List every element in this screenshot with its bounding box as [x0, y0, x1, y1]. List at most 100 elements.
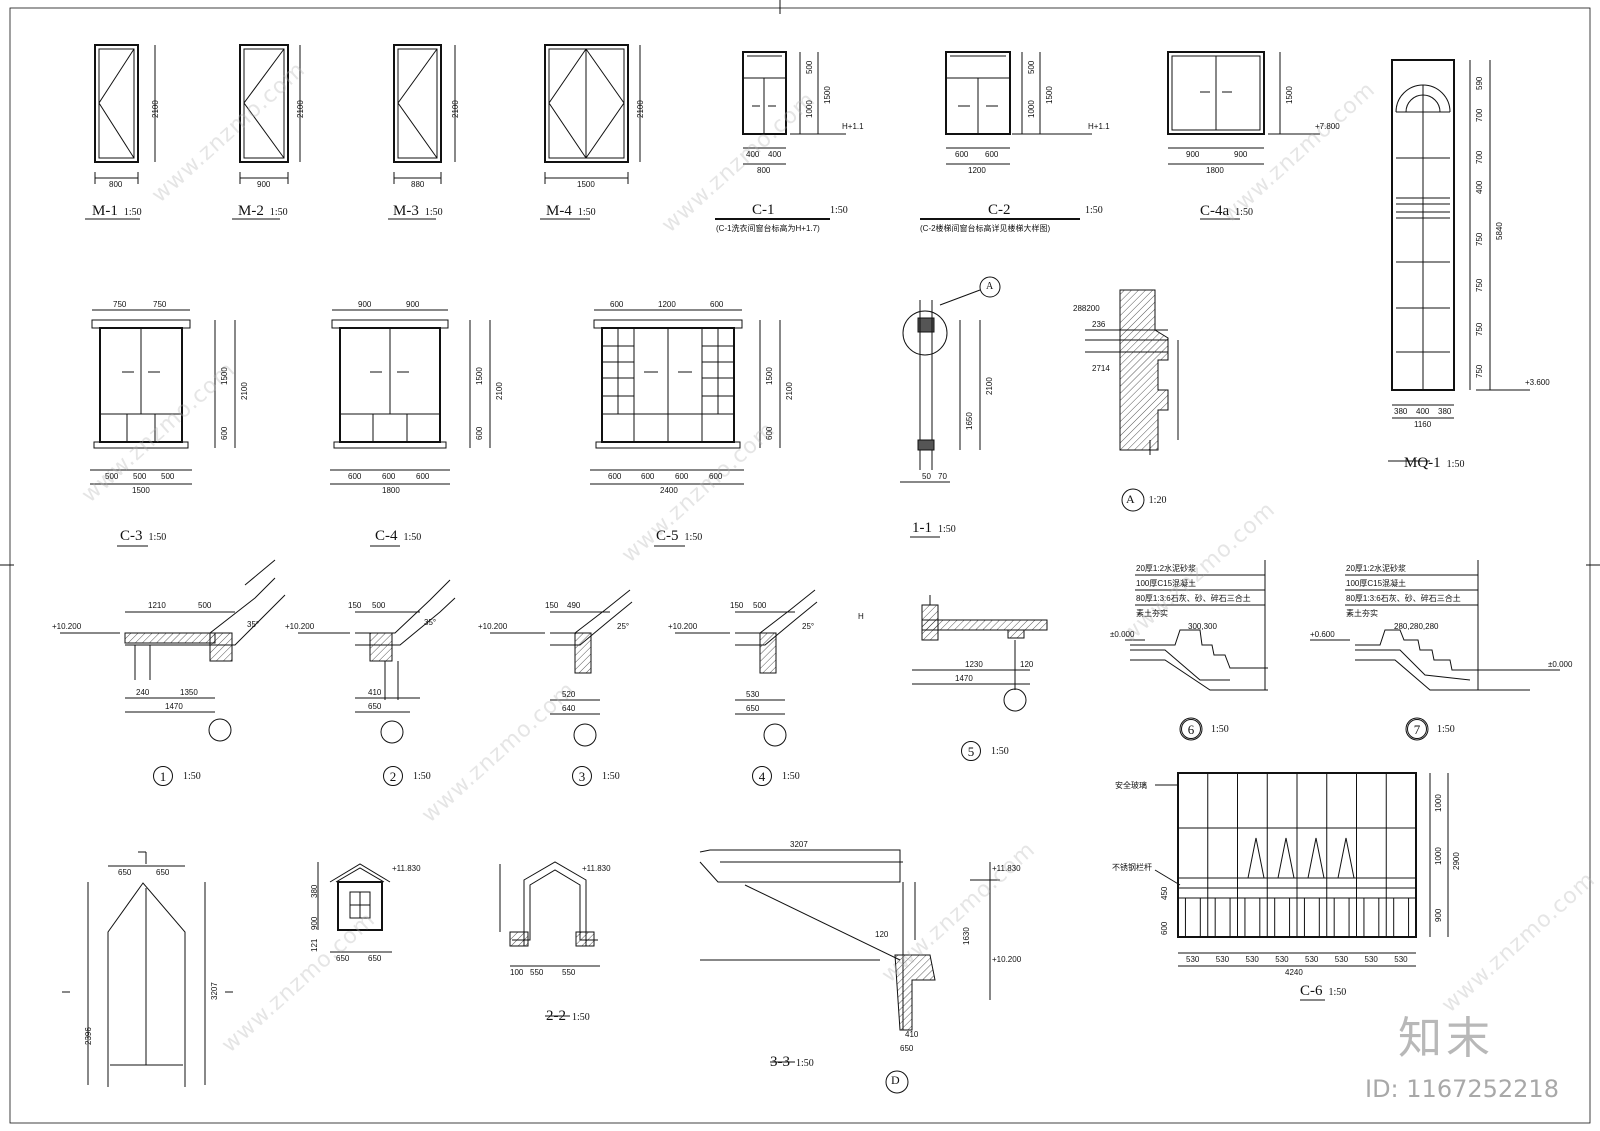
dim-c4a-w: 1800: [1206, 166, 1224, 175]
dim-s11-50: 50: [922, 472, 931, 481]
c6-rail-note: 不锈钢栏杆: [1112, 863, 1152, 872]
dim-s22-100: 100: [510, 968, 524, 977]
dim-s33-level2: +10.200: [992, 955, 1022, 964]
eave-detail-2: [298, 579, 456, 744]
door-m3-elevation: [393, 44, 456, 184]
dim-d6-steps: 300,300: [1188, 622, 1217, 631]
scale-d7: 1:50: [1437, 724, 1455, 735]
dim-d2-500: 500: [372, 601, 386, 610]
dim-s33-410: 410: [905, 1030, 919, 1039]
dim-a-236: 236: [1092, 320, 1106, 329]
scale-d2: 1:50: [413, 771, 431, 782]
detail-marker-d: D: [891, 1073, 900, 1087]
dim-s11-2100: 2100: [985, 377, 994, 395]
scale-d3: 1:50: [602, 771, 620, 782]
dim-s22-level: +11.830: [582, 864, 611, 873]
dim-d2-angle: 35°: [424, 618, 437, 627]
dim-d4-150: 150: [730, 601, 744, 610]
dim-mq-750a: 750: [1475, 232, 1484, 246]
dim-c6-1000a: 1000: [1434, 794, 1443, 812]
dim-d1-1350: 1350: [180, 688, 198, 697]
dim-dormer-900: 900: [310, 916, 319, 930]
detail-marker-5: 5: [961, 741, 981, 761]
note-c2: (C-2楼梯间窗台标高详见楼梯大样图): [920, 224, 1051, 233]
dim-mq-380a: 380: [1394, 407, 1408, 416]
detail-marker-7: 7: [1407, 719, 1427, 739]
dim-c6-600: 600: [1160, 921, 1169, 935]
dim-c3-b3: 500: [161, 472, 175, 481]
dim-d5-1470: 1470: [955, 674, 973, 683]
dim-c6-2900: 2900: [1452, 852, 1461, 870]
dim-c4-b1: 600: [348, 472, 362, 481]
dim-mq-750d: 750: [1475, 364, 1484, 378]
window-c5-elevation: [590, 309, 781, 485]
dim-m4-height: 2100: [636, 100, 645, 118]
dim-c4-b2: 600: [382, 472, 396, 481]
dim-c3-b2: 500: [133, 472, 147, 481]
dim-c1-a: 400: [746, 150, 760, 159]
dim-c3-t2: 750: [153, 300, 167, 309]
dim-c2-h1: 500: [1027, 60, 1036, 74]
dim-c6-bay: 530: [1305, 955, 1319, 964]
scale-d5: 1:50: [991, 746, 1009, 757]
dim-c2-h2: 1000: [1027, 100, 1036, 118]
stair-detail-7: [1310, 560, 1560, 741]
dim-d4-500: 500: [753, 601, 767, 610]
detail-marker-2: 2: [383, 766, 403, 786]
dim-d5-120: 120: [1020, 660, 1034, 669]
dim-c4-2100: 2100: [495, 382, 504, 400]
dim-a-288200: 288200: [1073, 304, 1100, 313]
detail-marker-3: 3: [572, 766, 592, 786]
dim-c5-600: 600: [765, 426, 774, 440]
dim-d3-640: 640: [562, 704, 576, 713]
dim-c3-1500: 1500: [220, 367, 229, 385]
dim-s33-650: 650: [900, 1044, 914, 1053]
scale-c2: 1:50: [1085, 205, 1103, 216]
window-c3-elevation: [90, 309, 236, 485]
dim-c5-1500: 1500: [765, 367, 774, 385]
dim-c5-b1: 600: [608, 472, 622, 481]
dim-c2-level: H+1.1: [1088, 122, 1110, 131]
detail-marker-1: 1: [153, 766, 173, 786]
dim-d3-520: 520: [562, 690, 576, 699]
dim-mq-750c: 750: [1475, 322, 1484, 336]
dim-mq-590: 590: [1475, 76, 1484, 90]
dim-c6-bay: 530: [1334, 955, 1349, 964]
note-c1: (C-1洗衣间窗台标高为H+1.7): [716, 224, 820, 233]
stair7-layer2: 100厚C15混凝土: [1346, 579, 1407, 588]
dim-s11-70: 70: [938, 472, 947, 481]
dim-d4-angle: 25°: [802, 622, 815, 631]
dim-d2-650: 650: [368, 702, 382, 711]
dim-d7-level1: +0.600: [1310, 630, 1335, 639]
scale-d6: 1:50: [1211, 724, 1229, 735]
dim-c2-w: 1200: [968, 166, 986, 175]
dim-c6-bay: 530: [1186, 955, 1200, 964]
dim-c4-1500: 1500: [475, 367, 484, 385]
dim-m3-width: 880: [411, 180, 425, 189]
stair6-layer1: 20厚1:2水泥砂浆: [1136, 564, 1197, 573]
window-mq1-elevation: [1391, 59, 1530, 419]
window-c6-elevation: [1154, 772, 1449, 967]
dim-c4-w: 1800: [382, 486, 400, 495]
dim-s33-120: 120: [875, 930, 889, 939]
image-id-label: ID: 1167252218: [1365, 1075, 1559, 1103]
window-c4a-elevation: [1167, 51, 1320, 165]
dim-d7-level2: ±0.000: [1548, 660, 1573, 669]
scale-d4: 1:50: [782, 771, 800, 782]
dim-m2-width: 900: [257, 180, 271, 189]
dim-roof-650b: 650: [156, 868, 170, 877]
door-m1-elevation: [94, 44, 156, 184]
dim-mq-400: 400: [1475, 180, 1484, 194]
brand-logo: 知末: [1398, 1013, 1494, 1064]
section-1-1: [900, 276, 1001, 483]
stair7-layer1: 20厚1:2水泥砂浆: [1346, 564, 1407, 573]
